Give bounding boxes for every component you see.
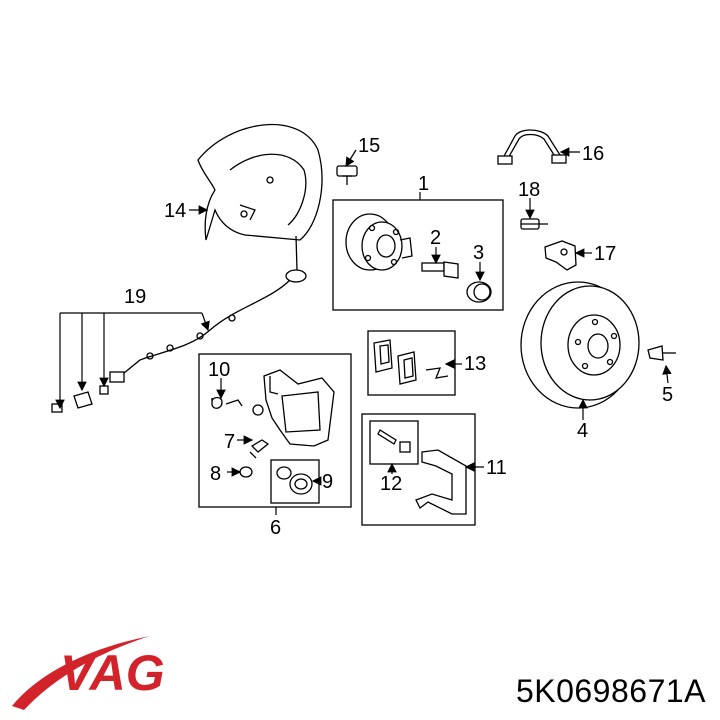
vag-logo: VAG bbox=[12, 636, 165, 710]
callout-19: 19 bbox=[124, 286, 146, 308]
pads-box bbox=[367, 330, 456, 396]
leader-lines bbox=[55, 147, 672, 486]
bleed-screw-7 bbox=[249, 439, 270, 459]
cap-8 bbox=[239, 466, 253, 478]
hub-bolt-2 bbox=[421, 261, 459, 279]
caliper-carrier bbox=[415, 449, 467, 515]
brake-disc bbox=[520, 281, 640, 409]
callout-17: 17 bbox=[594, 243, 616, 265]
callout-3: 3 bbox=[473, 242, 484, 264]
callout-7: 7 bbox=[224, 431, 235, 453]
callout-9: 9 bbox=[322, 471, 333, 493]
callout-18: 18 bbox=[518, 179, 540, 201]
dust-cap-3 bbox=[466, 281, 492, 303]
callout-6: 6 bbox=[270, 517, 281, 539]
callout-8: 8 bbox=[210, 463, 221, 485]
seal-kit-9 bbox=[270, 459, 320, 504]
callout-14: 14 bbox=[164, 200, 186, 222]
abs-sensor-cable bbox=[51, 235, 307, 413]
callout-1: 1 bbox=[418, 173, 429, 195]
backing-plate bbox=[197, 123, 323, 241]
callout-16: 16 bbox=[582, 143, 604, 165]
bolt-18 bbox=[520, 218, 548, 230]
disc-screw bbox=[647, 345, 676, 361]
caliper-box bbox=[198, 353, 352, 508]
callout-2: 2 bbox=[430, 227, 441, 249]
brake-pads bbox=[373, 339, 449, 385]
carrier-box bbox=[361, 413, 476, 526]
callout-15: 15 bbox=[358, 135, 380, 157]
brake-hose bbox=[497, 129, 567, 165]
callout-11: 11 bbox=[486, 457, 507, 479]
wheel-hub bbox=[345, 213, 413, 271]
leader-brackets bbox=[60, 192, 421, 515]
logo-swoosh bbox=[12, 636, 150, 710]
guide-pins-12 bbox=[369, 420, 419, 465]
logo-text: VAG bbox=[60, 645, 165, 701]
brake-caliper bbox=[252, 369, 335, 447]
callout-10: 10 bbox=[208, 359, 230, 381]
part-number: 5K0698671A bbox=[515, 673, 706, 709]
hub-assembly-box bbox=[332, 199, 504, 311]
callout-4: 4 bbox=[577, 420, 588, 442]
bolt-15 bbox=[336, 165, 358, 185]
spring-10 bbox=[211, 396, 243, 409]
callout-5: 5 bbox=[662, 384, 673, 406]
callout-12: 12 bbox=[380, 473, 402, 495]
callout-13: 13 bbox=[464, 353, 486, 375]
bracket-17 bbox=[544, 240, 577, 271]
